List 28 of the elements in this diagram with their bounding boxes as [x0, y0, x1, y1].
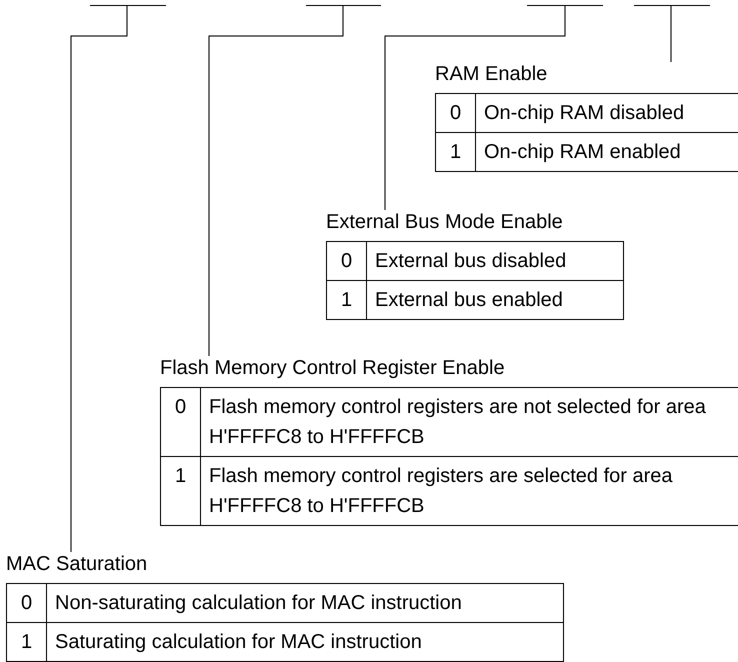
bit-field-line: [306, 5, 381, 6]
table-cell: 0: [327, 242, 367, 280]
table-cell: 0: [7, 584, 47, 622]
leader-line: [70, 6, 128, 552]
table-cell-text: External bus enabled: [374, 288, 564, 313]
table-cell: 1: [327, 281, 367, 319]
table-cell: 1: [161, 457, 201, 525]
table-cell-text: External bus disabled: [374, 249, 568, 274]
bit-field-line: [634, 5, 710, 6]
table-heading: External Bus Mode Enable: [326, 210, 564, 234]
bit-field-line: [527, 5, 603, 6]
table-cell-text: On-chip RAM disabled: [483, 101, 686, 126]
leader-line: [384, 6, 566, 210]
table-cell-text: Non-saturating calculation for MAC instruction: [54, 591, 463, 616]
table-cell-text: Flash memory control registers are not selected for area H'FFFFC8 to H'FFFFCB: [208, 395, 707, 450]
table-cell: 0: [436, 94, 476, 132]
table-cell: 1: [436, 133, 476, 171]
table-heading: RAM Enable: [435, 62, 548, 86]
table-heading: Flash Memory Control Register Enable: [160, 356, 506, 380]
table-cell-text: On-chip RAM enabled: [483, 140, 682, 165]
table-cell-text: Saturating calculation for MAC instruction: [54, 630, 423, 655]
leader-line: [208, 6, 344, 356]
table-cell-text: Flash memory control registers are selected for area H'FFFFC8 to H'FFFFCB: [208, 464, 674, 519]
table-heading: MAC Saturation: [6, 552, 148, 576]
leader-line: [670, 6, 672, 62]
bit-field-line: [90, 5, 166, 6]
table-cell: 0: [161, 388, 201, 456]
table-cell: 1: [7, 623, 47, 661]
